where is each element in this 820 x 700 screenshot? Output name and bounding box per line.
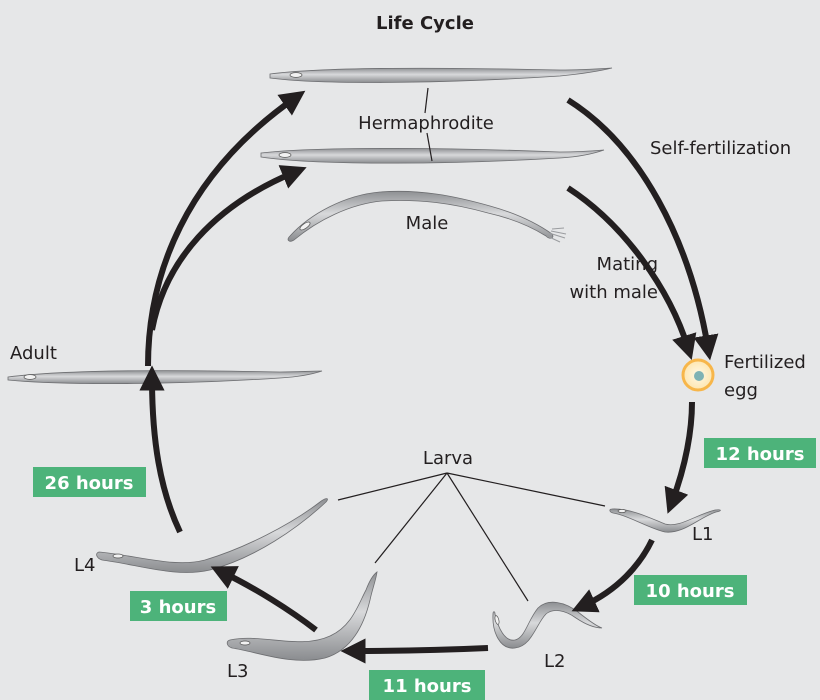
l2-to-l3-arrow [340, 638, 489, 664]
svg-text:12 hours: 12 hours [716, 444, 805, 465]
egg-to-l1-arrow [664, 401, 695, 514]
duration-badge-l2-to-l3: 11 hours [369, 670, 485, 700]
larva-leader-l4 [337, 472, 448, 501]
diagram-title: Life Cycle [376, 13, 474, 34]
svg-text:26 hours: 26 hours [45, 473, 134, 494]
self-fertilization-label: Self-fertilization [650, 138, 791, 159]
mating-label-line1: Mating [597, 254, 658, 275]
fertilized-egg [681, 358, 715, 392]
mating-arrow [566, 185, 697, 361]
l3-label: L3 [227, 661, 248, 682]
hermaphrodite-leader-bottom [426, 132, 433, 162]
duration-badge-l4-to-adult: 26 hours [33, 467, 146, 497]
fertilized-egg-label-line1: Fertilized [724, 352, 806, 373]
adult-label: Adult [10, 343, 57, 364]
l1-to-l2-arrow [571, 538, 655, 613]
svg-text:11 hours: 11 hours [383, 676, 472, 697]
adult-to-hermaphrodite-arrow [145, 90, 306, 367]
l2-label: L2 [544, 651, 565, 672]
l3-to-l4-arrow [210, 566, 318, 633]
larva-leader-l3 [374, 472, 448, 564]
l3-worm [226, 571, 378, 661]
hermaphrodite-label: Hermaphrodite [358, 113, 494, 134]
duration-badge-egg-to-l1: 12 hours [704, 438, 816, 468]
l1-worm [609, 508, 721, 533]
l2-worm [492, 601, 603, 649]
male-worm [287, 190, 567, 243]
svg-text:3 hours: 3 hours [140, 597, 216, 618]
self-fertilization-arrow [566, 97, 719, 361]
duration-badge-l3-to-l4: 3 hours [130, 591, 227, 621]
svg-text:10 hours: 10 hours [646, 581, 735, 602]
larva-leader-l2 [446, 472, 529, 602]
duration-badge-l1-to-l2: 10 hours [634, 575, 747, 605]
l1-label: L1 [692, 524, 713, 545]
hermaphrodite-leader-top [424, 87, 429, 114]
male-label: Male [406, 213, 449, 234]
l4-label: L4 [74, 555, 95, 576]
adult-worm [7, 370, 323, 385]
fertilized-egg-label-line2: egg [724, 380, 758, 401]
larva-label: Larva [423, 448, 473, 469]
l4-to-adult-arrow [139, 365, 183, 534]
hermaphrodite-worm-bottom [260, 147, 605, 164]
l4-worm [96, 498, 328, 573]
adult-to-male-arrow [149, 165, 307, 331]
mating-label-line2: with male [569, 282, 658, 303]
larva-leader-l1 [446, 472, 606, 507]
hermaphrodite-worm-top [269, 67, 613, 83]
